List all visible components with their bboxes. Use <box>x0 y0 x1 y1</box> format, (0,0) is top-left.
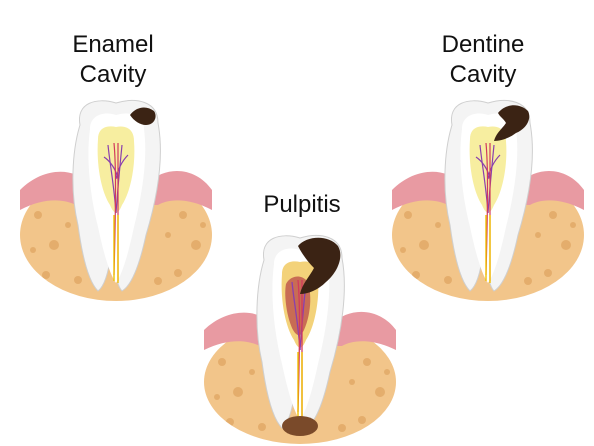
pulp-chamber <box>97 126 135 213</box>
enamel-cavity-label: Enamel Cavity <box>48 30 178 90</box>
dentine-cavity-label-line1: Dentine <box>441 31 525 58</box>
pulp-chamber <box>469 126 507 213</box>
dentine-cavity-label: Dentine Cavity <box>418 30 548 90</box>
pulpitis-label-line1: Pulpitis <box>263 191 341 218</box>
dentine-cavity-label-line2: Cavity <box>449 61 517 88</box>
enamel-cavity-label-line1: Enamel <box>72 31 154 58</box>
deep-decay <box>298 237 341 294</box>
dentine-cavity-tooth-illustration <box>392 100 584 301</box>
bone-texture <box>400 211 576 285</box>
pulpitis-tooth-illustration <box>204 235 396 444</box>
root-tip-abscess <box>282 416 318 436</box>
bone-texture <box>214 358 390 432</box>
root-canal <box>297 352 303 420</box>
bone-texture <box>30 211 206 285</box>
root-canal <box>485 215 491 283</box>
dentine-decay <box>494 105 530 141</box>
enamel-cavity-label-line2: Cavity <box>79 61 147 88</box>
enamel-decay <box>130 107 156 125</box>
enamel-cavity-tooth-illustration <box>20 100 212 301</box>
root-canal <box>113 215 119 283</box>
pulpitis-label: Pulpitis <box>232 190 372 220</box>
